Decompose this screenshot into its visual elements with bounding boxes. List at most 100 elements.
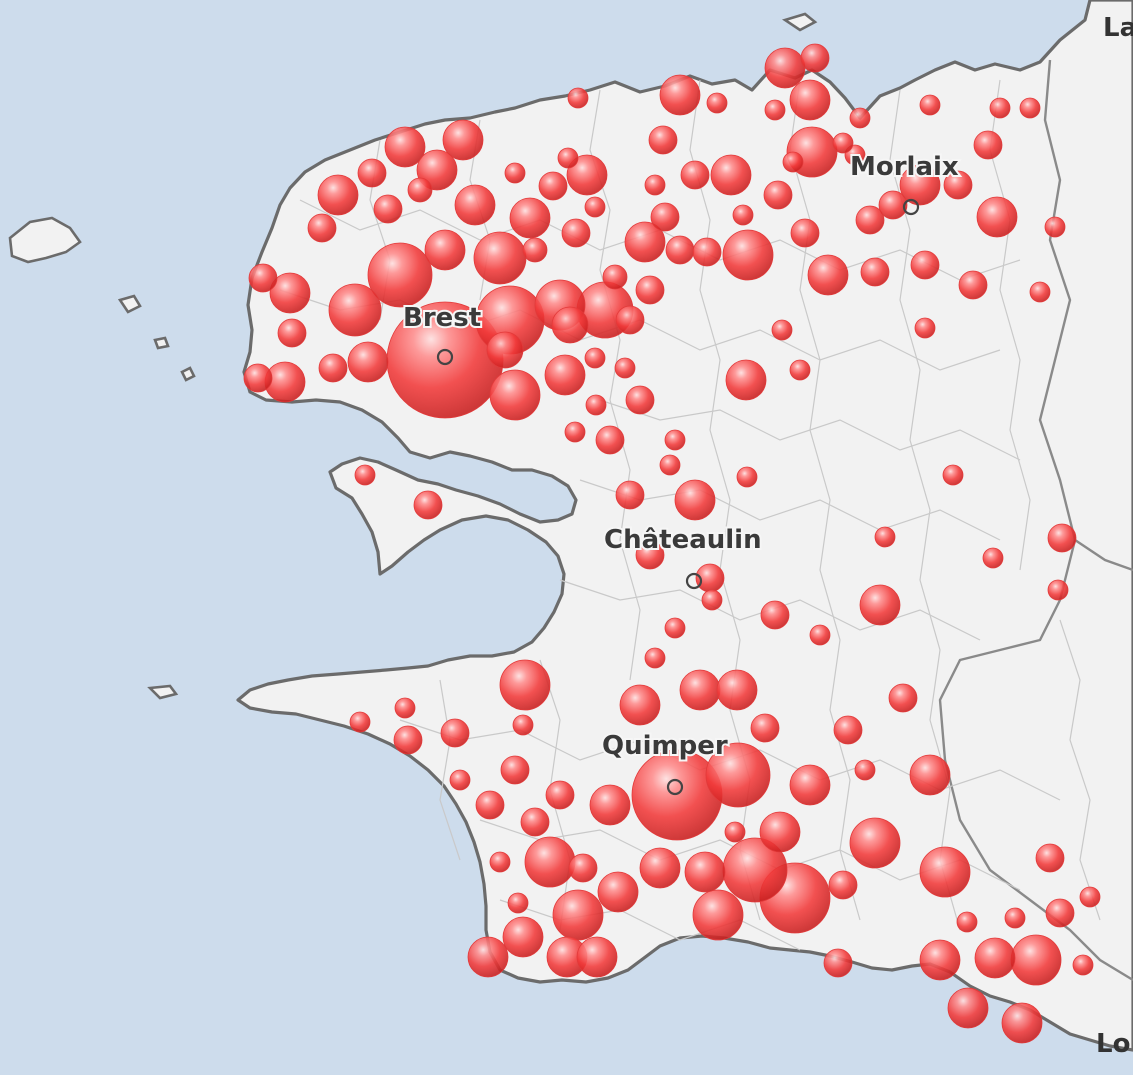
population-bubble[interactable] [809, 624, 831, 646]
population-bubble[interactable] [269, 272, 311, 314]
population-bubble[interactable] [833, 715, 863, 745]
population-bubble[interactable] [750, 713, 780, 743]
population-bubble[interactable] [507, 892, 529, 914]
population-bubble[interactable] [442, 119, 484, 161]
population-bubble[interactable] [659, 454, 681, 476]
population-bubble[interactable] [248, 263, 278, 293]
population-bubble[interactable] [413, 490, 443, 520]
city-chateaulin[interactable]: Châteaulin [602, 523, 764, 590]
population-bubble[interactable] [1072, 954, 1094, 976]
population-bubble[interactable] [860, 257, 890, 287]
population-bubble[interactable] [564, 421, 586, 443]
population-bubble[interactable] [976, 196, 1018, 238]
population-bubble[interactable] [347, 341, 389, 383]
population-bubble[interactable] [614, 357, 636, 379]
population-bubble[interactable] [724, 821, 746, 843]
population-bubble[interactable] [277, 318, 307, 348]
population-bubble[interactable] [384, 126, 426, 168]
population-bubble[interactable] [899, 164, 941, 206]
population-bubble[interactable] [566, 154, 608, 196]
population-bubble[interactable] [644, 647, 666, 669]
population-bubble[interactable] [545, 780, 575, 810]
population-bubble[interactable] [524, 836, 576, 888]
population-bubble[interactable] [807, 254, 849, 296]
city-marker-quimper[interactable] [666, 778, 684, 796]
population-bubble[interactable] [475, 790, 505, 820]
population-bubble[interactable] [710, 154, 752, 196]
population-bubble[interactable] [544, 354, 586, 396]
population-bubble[interactable] [473, 231, 527, 285]
population-bubble[interactable] [486, 331, 524, 369]
population-bubble[interactable] [878, 190, 908, 220]
population-bubble[interactable] [551, 306, 589, 344]
population-bubble[interactable] [725, 359, 767, 401]
population-bubble[interactable] [659, 74, 701, 116]
population-bubble[interactable] [440, 718, 470, 748]
population-bubble[interactable] [910, 250, 940, 280]
population-bubble[interactable] [832, 132, 854, 154]
population-bubble[interactable] [722, 229, 774, 281]
population-bubble[interactable] [947, 987, 989, 1029]
population-bubble[interactable] [919, 939, 961, 981]
population-bubble[interactable] [782, 151, 804, 173]
population-bubble[interactable] [489, 851, 511, 873]
population-bubble[interactable] [552, 889, 604, 941]
population-bubble[interactable] [644, 174, 666, 196]
city-brest[interactable]: Brest [401, 301, 483, 366]
population-bubble[interactable] [454, 184, 496, 226]
population-bubble[interactable] [509, 197, 551, 239]
population-bubble[interactable] [1079, 886, 1101, 908]
population-bubble[interactable] [1035, 843, 1065, 873]
population-bubble[interactable] [650, 202, 680, 232]
population-bubble[interactable] [522, 237, 548, 263]
population-bubble[interactable] [763, 180, 793, 210]
population-bubble[interactable] [349, 711, 371, 733]
population-bubble[interactable] [732, 204, 754, 226]
population-bubble[interactable] [989, 97, 1011, 119]
population-bubble[interactable] [828, 870, 858, 900]
population-bubble[interactable] [874, 526, 896, 548]
population-bubble[interactable] [499, 659, 551, 711]
population-bubble[interactable] [849, 817, 901, 869]
population-bubble[interactable] [919, 94, 941, 116]
population-bubble[interactable] [982, 547, 1004, 569]
population-bubble[interactable] [602, 264, 628, 290]
population-bubble[interactable] [635, 540, 665, 570]
population-bubble[interactable] [684, 851, 726, 893]
population-bubble[interactable] [1004, 907, 1026, 929]
population-bubble[interactable] [467, 936, 509, 978]
population-bubble[interactable] [956, 911, 978, 933]
population-bubble[interactable] [759, 811, 801, 853]
population-bubble[interactable] [855, 205, 885, 235]
population-bubble[interactable] [859, 584, 901, 626]
population-bubble[interactable] [557, 147, 579, 169]
population-bubble[interactable] [624, 221, 666, 263]
population-bubble[interactable] [771, 319, 793, 341]
population-bubble[interactable] [764, 99, 786, 121]
population-bubble[interactable] [664, 429, 686, 451]
population-bubble[interactable] [1010, 934, 1062, 986]
population-bubble[interactable] [1001, 1002, 1043, 1044]
population-bubble[interactable] [854, 759, 876, 781]
population-bubble[interactable] [394, 697, 416, 719]
population-bubble[interactable] [789, 79, 831, 121]
population-bubble[interactable] [701, 589, 723, 611]
city-marker-chateaulin[interactable] [685, 572, 703, 590]
population-bubble[interactable] [974, 937, 1016, 979]
population-bubble[interactable] [789, 764, 831, 806]
population-bubble[interactable] [407, 177, 433, 203]
population-bubble[interactable] [1044, 216, 1066, 238]
population-bubble[interactable] [635, 275, 665, 305]
population-bubble[interactable] [680, 160, 710, 190]
population-bubble[interactable] [706, 92, 728, 114]
population-bubble[interactable] [705, 742, 771, 808]
population-bubble[interactable] [919, 846, 971, 898]
population-bubble[interactable] [639, 847, 681, 889]
population-bubble[interactable] [1019, 97, 1041, 119]
population-bubble[interactable] [318, 353, 348, 383]
population-bubble[interactable] [538, 171, 568, 201]
population-bubble[interactable] [760, 600, 790, 630]
population-bubble[interactable] [615, 480, 645, 510]
population-bubble[interactable] [716, 669, 758, 711]
population-bubble[interactable] [888, 683, 918, 713]
